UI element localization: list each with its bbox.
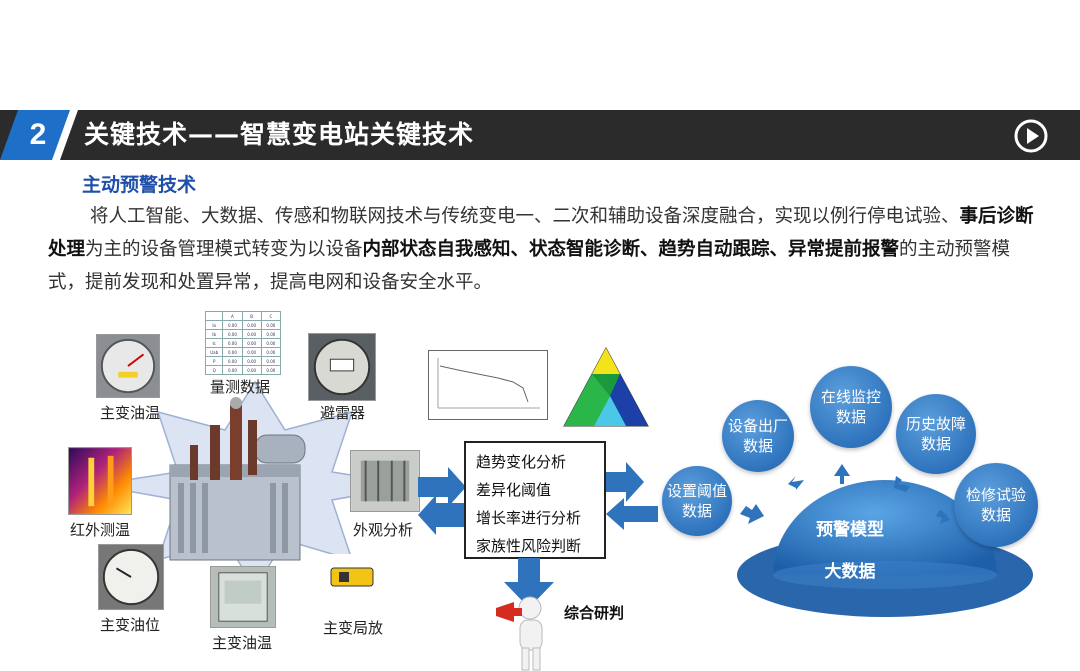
oil-temp-cabinet-photo	[210, 566, 276, 628]
big-data-dome	[737, 480, 1033, 617]
label-partial-discharge: 主变局放	[323, 619, 384, 637]
partial-discharge-sensor-photo	[323, 554, 381, 598]
label-appearance: 外观分析	[353, 521, 414, 539]
label-arrester: 避雷器	[320, 404, 366, 422]
transformer-illustration	[169, 397, 306, 561]
comprehensive-judgement-label: 综合研判	[564, 604, 625, 622]
arrow-to-model	[606, 462, 644, 502]
analysis-item: 家族性风险判断	[476, 537, 582, 555]
analysis-item: 增长率进行分析	[476, 509, 582, 527]
appearance-photo	[350, 450, 420, 512]
label-oil-temp-box: 主变油温	[212, 634, 273, 652]
person-megaphone-icon	[496, 596, 543, 671]
section-number: 2	[29, 118, 47, 151]
page-title: 关键技术——智慧变电站关键技术	[84, 120, 475, 149]
arrow-to-transformer	[418, 495, 466, 535]
arrow-to-analysis	[418, 467, 466, 507]
dome-label-model: 预警模型	[816, 520, 884, 540]
arrow-from-model	[606, 498, 658, 530]
bubble-online-monitor-data: 在线监控数据	[810, 366, 892, 448]
intro-paragraph: 将人工智能、大数据、传感和物联网技术与传统变电一、二次和辅助设备深度融合，实现以…	[48, 206, 1034, 293]
arrester-counter-photo	[308, 333, 376, 401]
label-infrared: 红外测温	[70, 521, 131, 539]
trend-chart-thumbnail	[428, 350, 548, 420]
arrow-down-to-judgement	[504, 558, 554, 608]
section-subtitle: 主动预警技术	[82, 174, 197, 196]
duval-triangle-thumbnail	[554, 340, 658, 442]
analysis-item: 趋势变化分析	[476, 453, 567, 471]
oil-temp-gauge-photo	[96, 334, 160, 398]
label-measure-data: 量测数据	[210, 378, 271, 396]
oil-level-gauge-photo	[98, 544, 164, 610]
label-oil-temp-main: 主变油温	[100, 404, 161, 422]
bubble-arrows	[740, 464, 950, 524]
dome-label-bigdata: 大数据	[824, 562, 876, 582]
header-band	[0, 110, 1080, 160]
analysis-item: 差异化阈值	[476, 481, 552, 499]
infrared-photo	[68, 447, 132, 515]
bubble-factory-data: 设备出厂数据	[722, 400, 794, 472]
label-oil-level: 主变油位	[100, 616, 161, 634]
play-icon[interactable]	[1013, 118, 1049, 154]
bubble-maintenance-data: 检修试验数据	[954, 463, 1038, 547]
bubble-threshold-data: 设置阈值数据	[662, 466, 732, 536]
analysis-box: 趋势变化分析 差异化阈值 增长率进行分析 家族性风险判断	[464, 441, 606, 559]
bubble-fault-history-data: 历史故障数据	[896, 394, 976, 474]
